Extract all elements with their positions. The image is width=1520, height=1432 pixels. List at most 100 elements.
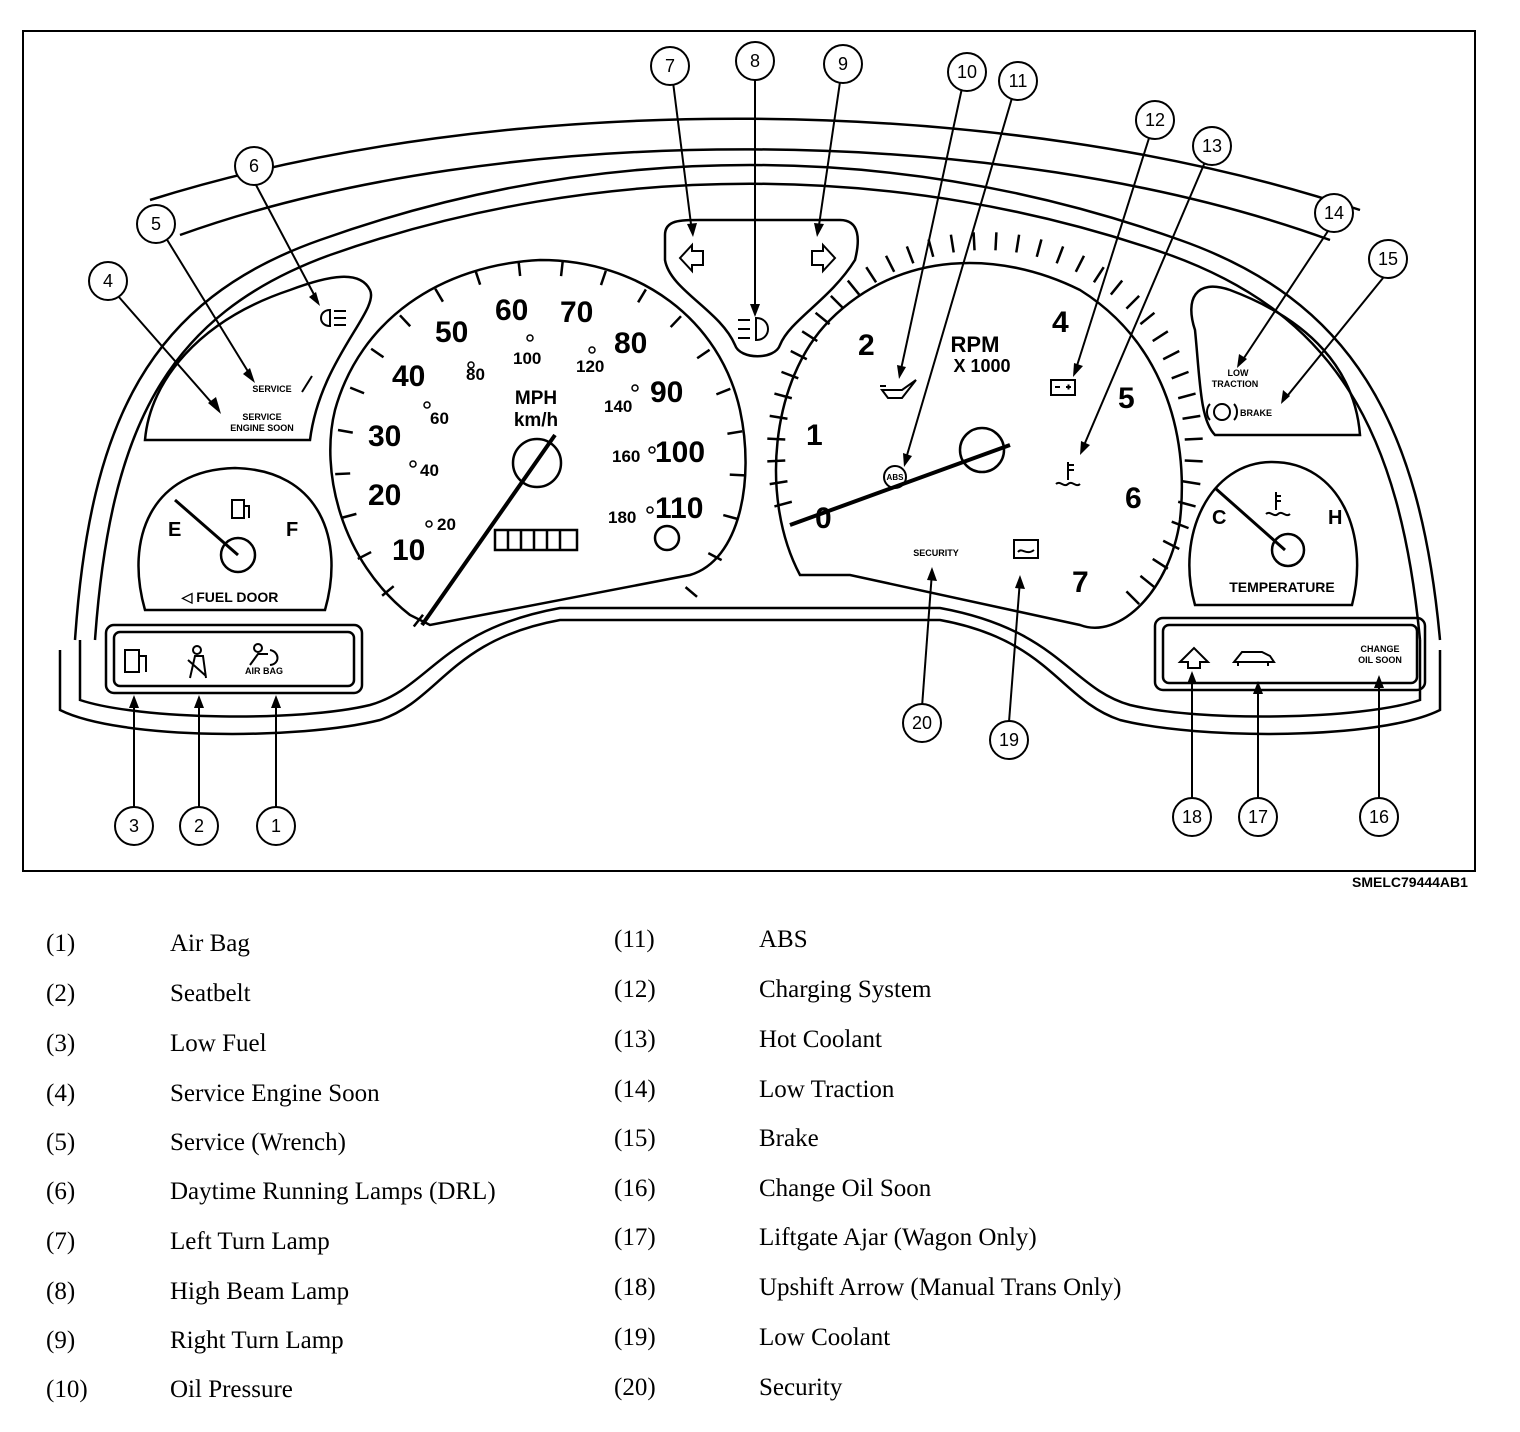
- mph-label: 50: [435, 316, 468, 349]
- legend-label: Hot Coolant: [759, 1026, 882, 1053]
- svg-text:8: 8: [750, 51, 760, 71]
- legend-number: (11): [614, 926, 655, 953]
- mph-label: 70: [560, 296, 593, 329]
- drl-headlamp-icon: [320, 308, 346, 328]
- callout-6: 6: [234, 146, 274, 186]
- mph-label: 20: [368, 479, 401, 512]
- tick-mark: [1035, 239, 1043, 258]
- mph-label: 10: [392, 534, 425, 567]
- tachometer-ticks: [767, 232, 1203, 606]
- callout-20: 20: [902, 703, 942, 743]
- tick-mark: [349, 386, 365, 395]
- speedometer-unit-mph: MPH: [515, 388, 557, 409]
- tach-label: 6: [1125, 482, 1142, 515]
- callout-1: 1: [256, 806, 296, 846]
- kmh-label: 20: [437, 515, 456, 534]
- mph-label: 110: [655, 492, 703, 525]
- tick-mark: [1184, 459, 1203, 463]
- tick-mark: [972, 232, 976, 251]
- legend-number: (4): [46, 1080, 76, 1107]
- legend-label: Seatbelt: [170, 980, 251, 1007]
- tick-mark: [769, 414, 788, 420]
- upshift-arrow-icon: [1177, 646, 1211, 669]
- tick-mark: [1184, 437, 1203, 441]
- legend-label: Low Traction: [759, 1076, 895, 1103]
- legend-label: ABS: [759, 926, 808, 953]
- tick-mark: [599, 270, 608, 286]
- legend-number: (7): [46, 1228, 76, 1255]
- tach-label: 0: [815, 502, 832, 535]
- legend-right: (11)ABS (12)Charging System (13)Hot Cool…: [614, 926, 1254, 1416]
- callout-4: 4: [88, 261, 128, 301]
- service-engine-soon-label-1: SERVICE: [242, 412, 281, 422]
- tachometer-title: RPM: [951, 332, 1000, 357]
- change-oil-label-2: OIL SOON: [1358, 655, 1402, 665]
- svg-text:14: 14: [1324, 203, 1344, 223]
- callout-16: 16: [1359, 797, 1399, 837]
- legend-label: High Beam Lamp: [170, 1278, 350, 1305]
- battery-icon: [1050, 379, 1076, 396]
- fuel-full-label: F: [286, 519, 298, 541]
- legend-number: (10): [46, 1376, 88, 1403]
- tick-mark: [790, 349, 808, 361]
- callout-10: 10: [947, 52, 987, 92]
- legend-number: (9): [46, 1327, 76, 1354]
- tick-mark: [381, 585, 395, 597]
- legend-number: (1): [46, 930, 76, 957]
- tick-mark: [1139, 311, 1156, 326]
- legend-label: Low Fuel: [170, 1030, 267, 1057]
- svg-text:1: 1: [271, 816, 281, 836]
- mph-label: 100: [655, 436, 705, 469]
- tick-mark: [707, 552, 723, 562]
- svg-text:7: 7: [665, 56, 675, 76]
- brake-label: BRAKE: [1240, 408, 1272, 418]
- tick-mark: [1152, 557, 1169, 570]
- svg-text:20: 20: [912, 713, 932, 733]
- callout-13: 13: [1192, 126, 1232, 166]
- callout-17: 17: [1238, 797, 1278, 837]
- mph-label: 80: [614, 327, 647, 360]
- legend-number: (18): [614, 1274, 656, 1301]
- tick-mark: [341, 512, 357, 519]
- security-label: SECURITY: [913, 548, 959, 558]
- svg-text:11: 11: [1009, 71, 1028, 91]
- legend-number: (8): [46, 1278, 76, 1305]
- svg-text:9: 9: [838, 54, 848, 74]
- callout-18: 18: [1172, 797, 1212, 837]
- low-coolant-icon: [1013, 539, 1039, 559]
- instrument-cluster-diagram: 10 20 30 40 50 60 70 80 90 100 110 20 40…: [58, 41, 1442, 846]
- legend-label: Upshift Arrow (Manual Trans Only): [759, 1274, 1122, 1301]
- mph-label: 40: [392, 360, 425, 393]
- wrench-icon: [301, 375, 313, 393]
- callout-11: 11: [998, 61, 1038, 101]
- tick-mark: [412, 613, 425, 628]
- tick-mark: [1162, 349, 1180, 361]
- kmh-label: 140: [604, 397, 632, 416]
- svg-text:19: 19: [999, 730, 1019, 750]
- tick-mark: [774, 500, 793, 508]
- legend-left: (1)Air Bag (2)Seatbelt (3)Low Fuel (4)Se…: [46, 930, 606, 1420]
- tick-mark: [684, 586, 698, 598]
- tick-mark: [814, 311, 831, 326]
- tick-mark: [1092, 266, 1105, 283]
- temp-cold-label: C: [1212, 507, 1226, 529]
- tick-mark: [1177, 500, 1196, 508]
- legend-number: (3): [46, 1030, 76, 1057]
- low-traction-label-1: LOW: [1228, 368, 1249, 378]
- svg-text:5: 5: [151, 214, 161, 234]
- svg-text:10: 10: [957, 62, 977, 82]
- legend-number: (13): [614, 1026, 656, 1053]
- svg-text:12: 12: [1145, 110, 1165, 130]
- low-fuel-icon: [124, 649, 147, 673]
- legend-label: Security: [759, 1374, 843, 1401]
- svg-text:2: 2: [194, 816, 204, 836]
- callout-7: 7: [650, 46, 690, 86]
- tachometer-multiplier: X 1000: [953, 356, 1010, 376]
- low-traction-label-2: TRACTION: [1212, 379, 1259, 389]
- legend-label: Low Coolant: [759, 1324, 891, 1351]
- speedometer-unit-kmh: km/h: [514, 410, 558, 431]
- legend-label: Change Oil Soon: [759, 1175, 932, 1202]
- fuel-empty-label: E: [168, 519, 181, 541]
- callout-12: 12: [1135, 100, 1175, 140]
- legend-label: Left Turn Lamp: [170, 1228, 330, 1255]
